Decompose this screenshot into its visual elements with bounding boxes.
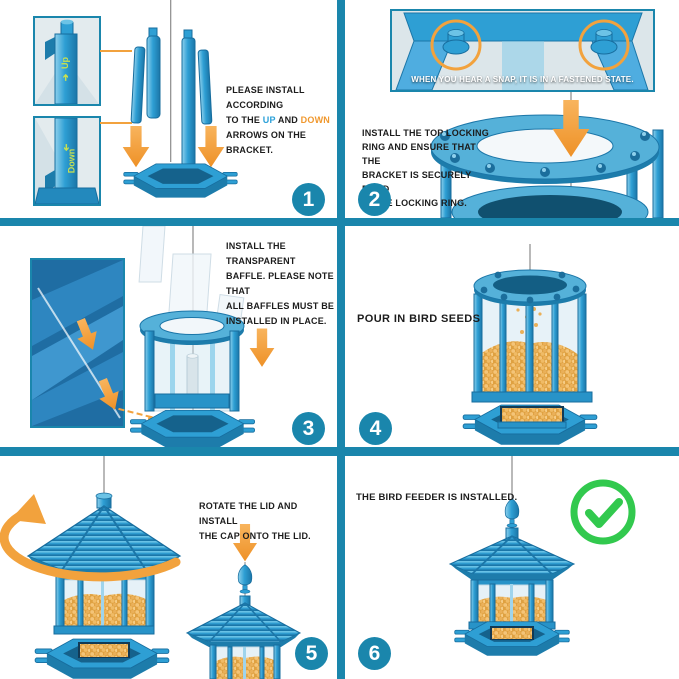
- panel-step-3: INSTALL THE TRANSPARENT BAFFLE. PLEASE N…: [0, 226, 337, 447]
- tray-seeds: [80, 644, 128, 657]
- step1-instruction: PLEASE INSTALL ACCORDING TO THE UP AND D…: [226, 83, 337, 158]
- instruction-text: PLEASE INSTALL ACCORDING TO THE: [226, 85, 305, 125]
- feeder-body: [53, 573, 155, 635]
- up-word: UP: [262, 115, 276, 125]
- panel-step-4: POUR IN BIRD SEEDS 4: [345, 226, 679, 447]
- highlight-circle-icon: [578, 19, 630, 71]
- cage: [440, 129, 664, 218]
- step2-illustration: [430, 92, 664, 218]
- feeder-body: [468, 579, 556, 630]
- vertical-divider: [337, 0, 345, 679]
- connector-line: [100, 50, 132, 52]
- snap-closeup-art: [392, 11, 653, 90]
- tray-seeds: [492, 628, 532, 639]
- rotation-arrow-icon: [0, 494, 181, 582]
- inset-down-bracket: Down ➔: [33, 116, 101, 206]
- step1-illustration: [122, 0, 238, 199]
- step-badge: 1: [292, 183, 325, 216]
- roof: [185, 595, 302, 647]
- step-badge: 3: [292, 412, 325, 445]
- step-badge: 6: [358, 637, 391, 670]
- ring-bolt-highlights: [442, 132, 646, 172]
- top-ring: [473, 269, 587, 306]
- roof: [448, 527, 576, 580]
- tray-seeds: [502, 408, 562, 422]
- cage: [139, 310, 245, 412]
- panel-step-5: ROTATE THE LID AND INSTALL THE CAP ONTO …: [0, 456, 337, 679]
- roof: [26, 492, 182, 576]
- instruction-text: AND: [275, 115, 301, 125]
- highlight-circle-icon: [430, 19, 482, 71]
- down-arrow-icon: [197, 126, 225, 168]
- snap-knob: [578, 19, 630, 71]
- connector-line: [100, 122, 132, 124]
- step-badge: 4: [359, 412, 392, 445]
- inset-up-bracket: Up ➔: [33, 16, 101, 106]
- step3-illustration: [129, 226, 275, 447]
- snap-note: WHEN YOU HEAR A SNAP, IT IS IN A FASTENE…: [411, 75, 634, 84]
- step4-illustration: [462, 244, 598, 446]
- down-arrow-icon: [249, 328, 275, 367]
- hex-base: [129, 409, 256, 447]
- ring-bolts: [480, 271, 580, 304]
- feeder-body: [209, 644, 281, 679]
- step5-feeder-large: [0, 456, 182, 679]
- tray-ledge: [497, 421, 567, 429]
- step6-illustration: [448, 456, 576, 657]
- down-arrow-icon: ➔: [61, 143, 72, 152]
- step5-instruction: ROTATE THE LID AND INSTALL THE CAP ONTO …: [199, 501, 311, 541]
- panel-step-1: Up ➔ Down ➔: [0, 0, 337, 218]
- up-label: Up: [60, 57, 70, 69]
- down-label: Down: [66, 148, 77, 174]
- up-bracket-closeup: [35, 18, 99, 104]
- horizontal-divider-2: [0, 447, 679, 456]
- step5-feeder-small: [185, 524, 302, 679]
- inset-snap-closeup: WHEN YOU HEAR A SNAP, IT IS IN A FASTENE…: [390, 9, 655, 92]
- step4-instruction: POUR IN BIRD SEEDS: [357, 313, 481, 325]
- down-word: DOWN: [300, 115, 330, 125]
- horizontal-divider-1: [0, 218, 679, 226]
- snap-knob: [430, 19, 482, 71]
- bracket-posts: [130, 27, 213, 171]
- down-arrow-icon: [122, 126, 150, 168]
- inset-baffle-closeup: [30, 258, 125, 428]
- down-bracket-closeup: [35, 118, 99, 204]
- step6-instruction: THE BIRD FEEDER IS INSTALLED.: [356, 492, 518, 503]
- up-arrow-icon: ➔: [60, 73, 71, 82]
- step-badge: 5: [295, 637, 328, 670]
- step-badge: 2: [358, 183, 391, 216]
- instruction-text: ARROWS ON THE BRACKET.: [226, 130, 307, 155]
- finial-cap: [237, 564, 253, 594]
- hex-base: [123, 163, 238, 199]
- panel-step-2: WHEN YOU HEAR A SNAP, IT IS IN A FASTENE…: [345, 0, 679, 218]
- feeder-body: [471, 289, 593, 403]
- step3-instruction: INSTALL THE TRANSPARENT BAFFLE. PLEASE N…: [226, 241, 335, 326]
- check-icon: [570, 479, 636, 545]
- panel-step-6: THE BIRD FEEDER IS INSTALLED. 6: [345, 456, 679, 679]
- baffle-closeup-art: [32, 260, 123, 426]
